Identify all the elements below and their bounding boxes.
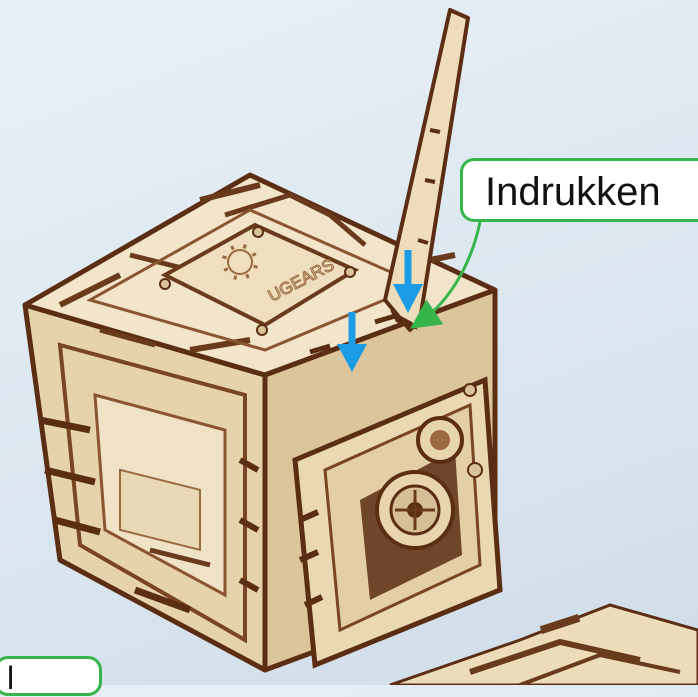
callout-press-label: Indrukken [460, 158, 698, 222]
combination-dial [377, 472, 453, 548]
callout-main-text: Indrukken [485, 170, 661, 214]
callout-corner-label: l [0, 656, 102, 696]
callout-corner-text: l [7, 660, 14, 696]
